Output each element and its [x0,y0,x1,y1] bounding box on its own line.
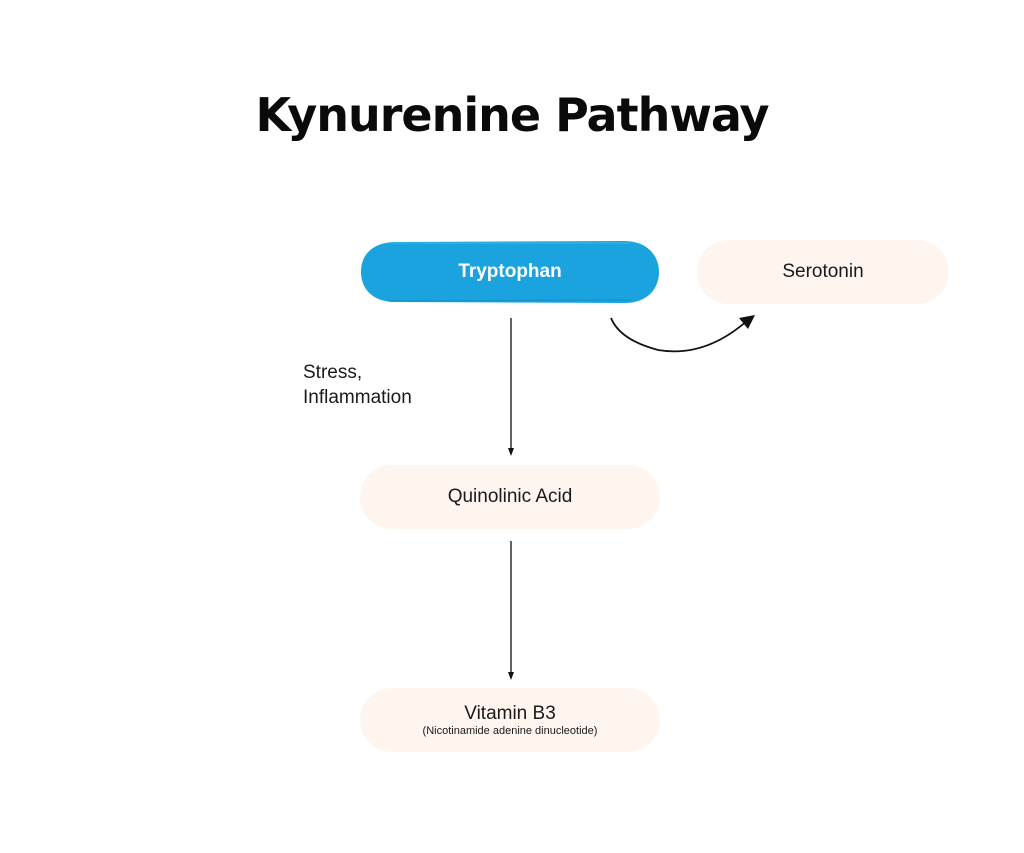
node-vitamin-label: Vitamin B3 [464,702,556,724]
edge-label-stress: Stress, [303,362,363,383]
node-quinolinic-acid: Quinolinic Acid [360,465,660,529]
node-tryptophan-label: Tryptophan [458,261,562,282]
node-serotonin: Serotonin [697,240,949,304]
node-tryptophan: Tryptophan [360,240,660,304]
diagram-title: Kynurenine Pathway [255,88,770,142]
brush-pill-shape [361,241,659,303]
serotonin-arrowhead [739,315,755,329]
edge-label-inflammation: Inflammation [303,387,412,408]
node-vitamin-b3: Vitamin B3 (Nicotinamide adenine dinucle… [360,688,660,752]
arrow-tryptophan-to-serotonin [610,317,749,353]
node-vitamin-sublabel: (Nicotinamide adenine dinucleotide) [422,724,598,737]
node-serotonin-label: Serotonin [782,261,864,282]
edge-label-stress-inflammation: Stress, Inflammation [303,360,412,410]
node-quinolinic-label: Quinolinic Acid [447,486,573,507]
